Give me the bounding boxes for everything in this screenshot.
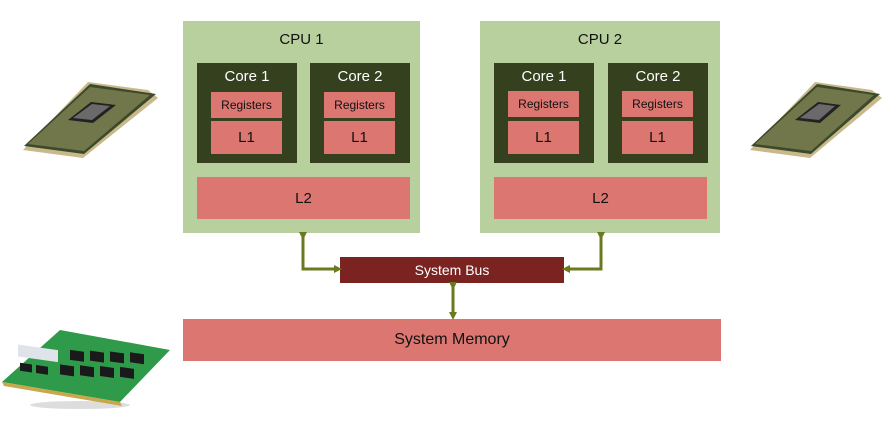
cpu-2-label: CPU 2 bbox=[577, 31, 623, 48]
cpu-1-box: CPU 1 Core 1 Registers L1 Core 2 Registe… bbox=[183, 21, 420, 233]
l1-cache-box: L1 bbox=[622, 121, 693, 154]
cpu-2-box: CPU 2 Core 1 Registers L1 Core 2 Registe… bbox=[480, 21, 720, 233]
system-memory-box: System Memory bbox=[183, 319, 721, 361]
cpu-1-core-1: Core 1 Registers L1 bbox=[197, 63, 297, 163]
core-label: Core 2 bbox=[635, 68, 681, 85]
cpu-2-core-2: Core 2 Registers L1 bbox=[608, 63, 708, 163]
system-bus-box: System Bus bbox=[340, 257, 564, 283]
cpu-chip-image-left bbox=[18, 78, 158, 158]
cpu-chip-image-right bbox=[745, 78, 882, 158]
core-label: Core 1 bbox=[224, 68, 270, 85]
registers-box: Registers bbox=[622, 91, 693, 117]
core-label: Core 1 bbox=[521, 68, 567, 85]
l1-cache-box: L1 bbox=[211, 121, 282, 154]
l1-cache-box: L1 bbox=[324, 121, 395, 154]
cpu-2-core-1: Core 1 Registers L1 bbox=[494, 63, 594, 163]
l2-cache-box: L2 bbox=[494, 177, 707, 219]
ram-module-image bbox=[0, 330, 172, 410]
registers-box: Registers bbox=[211, 92, 282, 118]
l1-cache-box: L1 bbox=[508, 121, 579, 154]
core-label: Core 2 bbox=[337, 68, 383, 85]
cpu-1-core-2: Core 2 Registers L1 bbox=[310, 63, 410, 163]
l2-cache-box: L2 bbox=[197, 177, 410, 219]
cpu-2-bus-arrow bbox=[562, 232, 605, 273]
cpu-1-bus-arrow bbox=[299, 232, 342, 273]
registers-box: Registers bbox=[324, 92, 395, 118]
registers-box: Registers bbox=[508, 91, 579, 117]
cpu-1-label: CPU 1 bbox=[279, 31, 324, 48]
